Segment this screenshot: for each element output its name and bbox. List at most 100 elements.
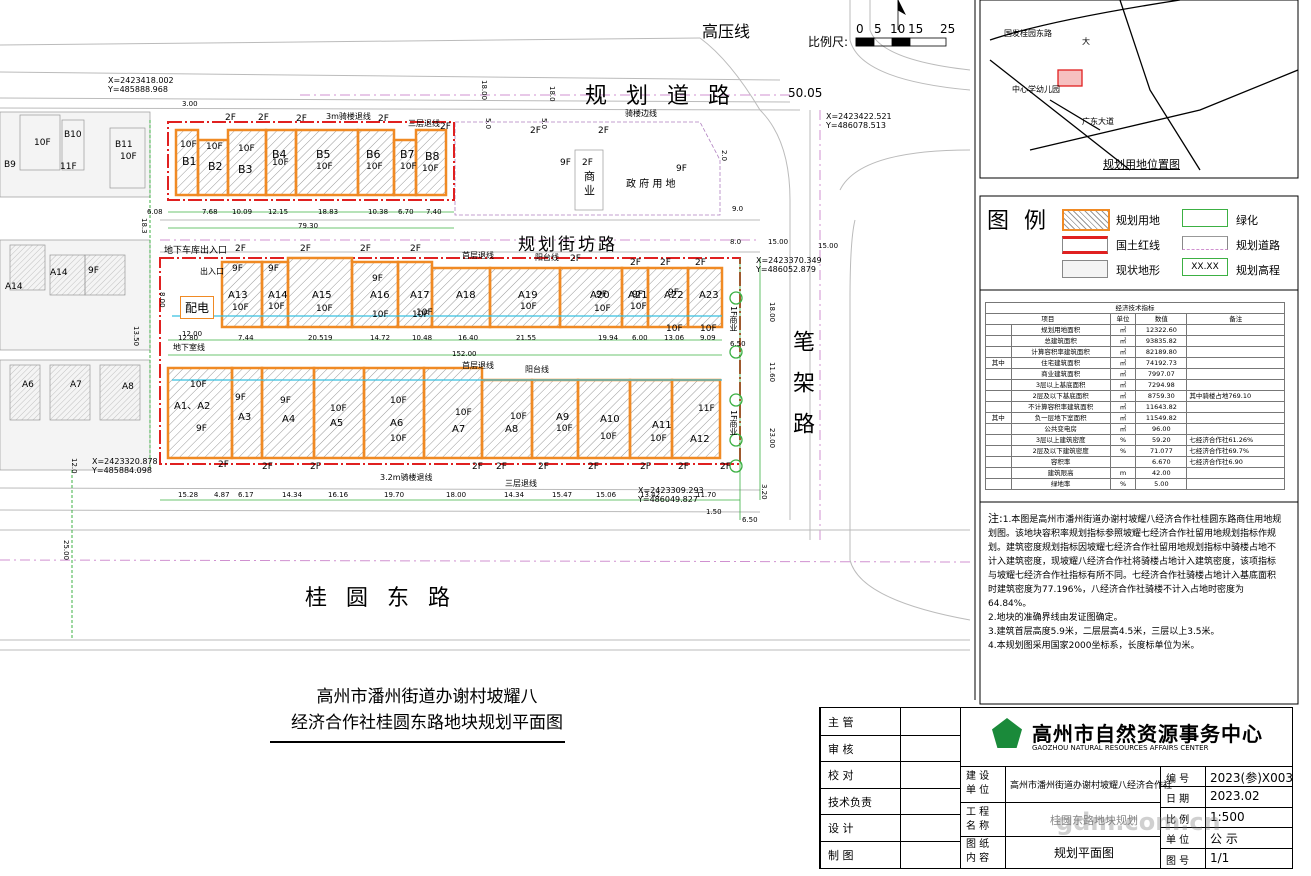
floor-label: 2F: [720, 462, 731, 472]
floor-label: 9F: [268, 264, 279, 274]
role-label: 主 管: [828, 716, 854, 729]
floor-label: 2F: [440, 122, 451, 132]
econ-item: 负一层地下室面积: [1010, 412, 1111, 424]
location-map-label: 国发桂园东路: [1004, 29, 1052, 38]
econ-row: 绿地率%5.00: [985, 478, 1285, 490]
building-id: B2: [208, 160, 223, 173]
econ-item: 2层及以下基底面积: [1010, 390, 1111, 402]
econ-unit: %: [1109, 478, 1137, 490]
econ-group: [985, 423, 1012, 435]
tb-divider: [960, 766, 1292, 767]
building-id: A7: [452, 424, 466, 435]
legend-sym-text: XX.XX: [1191, 262, 1219, 272]
project-name: 桂圆东路地块规划: [1050, 814, 1138, 827]
econ-group: [985, 434, 1012, 446]
dimension-lines: [160, 211, 761, 520]
role-label: 制 图: [828, 849, 854, 862]
dimension-label: 13.50: [132, 326, 140, 347]
tb-divider: [820, 734, 960, 736]
econ-value: 6.670: [1135, 456, 1188, 468]
dimension-label: 23.00: [768, 428, 776, 449]
building-id: A12: [690, 434, 710, 445]
dimension-label: 6.50: [730, 340, 746, 348]
floor-label: 10F: [272, 158, 289, 168]
econ-unit: ㎡: [1109, 357, 1137, 369]
econ-note: [1186, 467, 1285, 479]
coordinate-label: X=2423370.349 Y=486052.879: [756, 256, 822, 274]
floor-label: 9F: [280, 396, 291, 406]
econ-note: [1186, 324, 1285, 336]
building-id: A10: [600, 414, 620, 425]
dimension-label: 15.47: [552, 491, 573, 499]
dimension-label: 19.70: [384, 491, 405, 499]
floor-label: 9F: [196, 424, 207, 434]
dimension-label: 21.55: [516, 334, 537, 342]
project-label: 工 程 名 称: [966, 807, 990, 832]
building-id: A16: [370, 290, 390, 301]
floor-label: 2F: [310, 462, 321, 472]
tb-divider: [820, 814, 960, 816]
econ-value: 7997.07: [1135, 368, 1188, 380]
dimension-label: 11.60: [768, 362, 776, 383]
econ-item: 建筑限高: [1010, 467, 1111, 479]
floor-label: 2F: [588, 462, 599, 472]
dimension-label: 16.40: [458, 334, 479, 342]
floor-label: 2F: [630, 258, 641, 268]
scale-label: 比例尺:: [808, 35, 849, 49]
field-value: 公 示: [1210, 832, 1238, 847]
building-id: A18: [456, 290, 476, 301]
scale-bar: [855, 0, 947, 47]
econ-value: 42.00: [1135, 467, 1188, 479]
notes-block: 注:1.本图是高州市潘州街道办谢村坡耀八经济合作社桂圆东路商住用地规划图。该地块…: [988, 512, 1283, 653]
dimension-label: 8.00: [158, 292, 166, 308]
field-value: 1/1: [1210, 850, 1230, 865]
building-id: A5: [330, 418, 344, 429]
floor-label: 10F: [666, 324, 683, 334]
tb-divider: [960, 802, 1160, 803]
dimension-label: 2.0: [720, 150, 728, 162]
dimension-label: 7.40: [426, 208, 442, 216]
field-label: 编 号: [1166, 774, 1190, 785]
floor-label: 10F: [316, 304, 333, 314]
floor-label: 2F: [235, 244, 246, 254]
econ-item: 总建筑面积: [1010, 335, 1111, 347]
building-id: B8: [425, 150, 440, 163]
existing-building-label: 10F: [120, 152, 137, 162]
dimension-label: 14.72: [370, 334, 391, 342]
floor-label: 9F: [632, 290, 643, 300]
note-item: 2.地块的准确界线由发证图确定。: [988, 613, 1123, 623]
building-id: A14: [268, 290, 288, 301]
econ-note: [1186, 368, 1285, 380]
dimension-label: 12.0: [70, 458, 78, 474]
building-id: A3: [238, 412, 252, 423]
floor-label: 2F: [258, 113, 269, 123]
location-map-label: 大: [1082, 37, 1090, 46]
building-id: A22: [664, 290, 684, 301]
legend-item-label: 规划高程: [1236, 264, 1280, 277]
plan-title: 高州市潘州街道办谢村坡耀八 经济合作社桂圆东路地块规划平面图: [287, 684, 567, 736]
floor-label: 10F: [190, 380, 207, 390]
building-id: A11: [652, 420, 672, 431]
econ-header: 数值: [1135, 313, 1188, 325]
scale-tick-25: 25: [940, 22, 956, 36]
coordinate-label: X=2423309.293 Y=486049.827: [638, 486, 704, 504]
floor-label: 2F: [410, 244, 421, 254]
commercial-label: 商 业: [584, 170, 595, 197]
econ-value: 59.20: [1135, 434, 1188, 446]
econ-unit: ㎡: [1109, 346, 1137, 358]
tb-divider: [820, 761, 960, 763]
dimension-label: 16.16: [328, 491, 349, 499]
dimension-label: 6.17: [238, 491, 254, 499]
econ-note: [1186, 412, 1285, 424]
coordinate-label: X=2423422.521 Y=486078.513: [826, 112, 892, 130]
legend-item-label: 规划用地: [1116, 214, 1160, 227]
floor-label: 2F: [262, 462, 273, 472]
tb-divider: [1160, 806, 1292, 808]
tb-divider: [1160, 766, 1161, 868]
